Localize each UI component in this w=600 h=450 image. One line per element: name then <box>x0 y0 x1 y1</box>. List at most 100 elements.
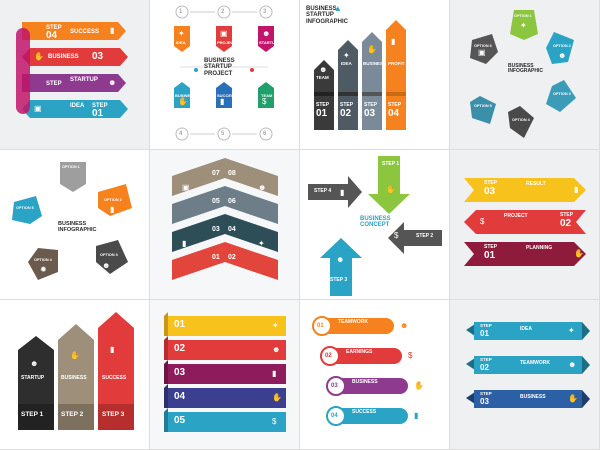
t9-label: BUSINESS <box>61 375 87 381</box>
t8-num: 03 <box>484 186 496 197</box>
pentagon-cycle-shapes <box>12 162 132 280</box>
tile-tall-arrows: STARTUP BUSINESS SUCCESS STEP 1 STEP 2 S… <box>0 300 150 450</box>
chart-icon: ▮ <box>110 26 115 35</box>
tile-numbered-ribbons: 01 02 03 04 05 ✦ ☻ ▮ ✋ $ <box>150 300 300 450</box>
t1-step-label: STEP <box>46 25 62 31</box>
t11-label: EARNINGS <box>346 349 373 355</box>
t12-label: IDEA <box>520 326 532 332</box>
t2-label: SUCCESS <box>217 93 237 98</box>
t6-num: 04 <box>228 226 236 233</box>
people-icon: ☻ <box>272 345 281 354</box>
ribbon-shapes <box>16 22 128 118</box>
t3-step: STEP <box>316 102 330 108</box>
t12-step: STEP <box>480 323 492 328</box>
dollar-icon: $ <box>394 231 399 240</box>
t2-label: STARTUP <box>259 40 278 45</box>
people-icon: ☻ <box>30 359 39 368</box>
t2-title: BUSINESS STARTUP PROJECT <box>204 58 235 77</box>
people-icon: ☻ <box>102 261 111 270</box>
t4-option: OPTION 1 <box>514 14 532 18</box>
briefcase-icon: ▣ <box>478 48 486 57</box>
pill-shapes <box>312 316 408 426</box>
t1-step-num: 04 <box>46 30 58 41</box>
handshake-icon: ✋ <box>367 45 377 54</box>
handshake-icon: ✋ <box>272 393 282 402</box>
t6-num: 02 <box>228 254 236 261</box>
t4-option: OPTION 3 <box>553 92 571 96</box>
t1-step-num: 01 <box>92 108 104 119</box>
people-icon: ☻ <box>258 183 267 192</box>
people-icon: ☻ <box>262 29 271 38</box>
t2-number: 2 <box>221 9 225 15</box>
t9-step: STEP 3 <box>102 411 125 418</box>
t10-num: 02 <box>174 343 186 354</box>
t3-label: BUSINESS <box>363 61 387 66</box>
banner-shapes <box>466 322 590 408</box>
tile-chevron-stack: 07 08 05 06 03 04 01 02 ▣ ☻ ▮ ✦ <box>150 150 300 300</box>
cycle-shapes <box>470 10 576 138</box>
t11-label: TEAMWORK <box>338 319 368 325</box>
t10-num: 05 <box>174 415 186 426</box>
arrow-shapes <box>308 156 442 296</box>
arrow-row-shapes <box>464 178 586 266</box>
handshake-icon: ✋ <box>70 351 80 360</box>
t1-item-label: BUSINESS <box>48 54 79 60</box>
bulb-icon: ✦ <box>520 21 527 30</box>
dollar-icon: $ <box>408 351 413 360</box>
t7-step: STEP 1 <box>382 161 400 167</box>
ribbon-list-shapes <box>164 312 286 432</box>
t7-step: STEP 2 <box>416 233 434 239</box>
t5-option: OPTION 3 <box>100 253 118 257</box>
t12-label: BUSINESS <box>520 394 546 400</box>
tile-option-cycle: BUSINESS INFOGRAPHIC OPTION 1 OPTION 2 O… <box>450 0 600 150</box>
t8-step: STEP <box>484 180 498 186</box>
dollar-icon: $ <box>272 417 277 426</box>
tile-option-pentagon: BUSINESS INFOGRAPHIC OPTION 1 OPTION 2 O… <box>0 150 150 300</box>
tile-banner-ribbons: STEP 01 IDEA STEP 02 TEAMWORK STEP 03 BU… <box>450 300 600 450</box>
title-line: BUSINESS <box>58 221 87 227</box>
t1-step-label: STEP <box>92 103 108 109</box>
tile-bar-arrows: BUSINESS STARTUP INFOGRAPHIC ▲ TEAM IDEA… <box>300 0 450 150</box>
t2-number: 4 <box>179 131 183 137</box>
tall-arrow-shapes <box>18 312 134 430</box>
t8-label: PROJECT <box>504 213 528 219</box>
t2-label: TEAM <box>261 93 273 98</box>
t11-label: SUCCESS <box>352 409 377 415</box>
handshake-icon: ✋ <box>574 249 584 258</box>
t4-option: OPTION 4 <box>512 118 530 122</box>
tile-startup-project: 1 2 3 4 5 6 BUSINESS STARTUP PROJECT IDE… <box>150 0 300 150</box>
people-icon: ☻ <box>558 51 567 60</box>
handshake-icon: ✋ <box>178 97 188 106</box>
t7-step: STEP 3 <box>330 277 348 283</box>
title-line: PROJECT <box>204 70 233 77</box>
chart-icon: ▮ <box>391 37 396 46</box>
t5-option: OPTION 5 <box>16 206 34 210</box>
title-line: BUSINESS <box>204 58 235 64</box>
t9-step: STEP 2 <box>61 411 84 418</box>
t8-num: 02 <box>560 218 572 229</box>
t11-num: 03 <box>331 383 338 389</box>
people-icon: ☻ <box>108 78 117 87</box>
chart-icon: ▮ <box>110 345 115 354</box>
tile-arrow-rows: STEP 03 RESULT STEP 02 PROJECT STEP 01 P… <box>450 150 600 300</box>
t6-num: 01 <box>212 254 220 261</box>
bulb-icon: ✦ <box>258 239 265 248</box>
t6-num: 08 <box>228 170 236 177</box>
t7-step: STEP 4 <box>314 188 332 194</box>
tile-pill-list: 01 TEAMWORK 02 EARNINGS 03 BUSINESS 04 S… <box>300 300 450 450</box>
title-line: BUSINESS <box>306 6 337 12</box>
people-icon: ☻ <box>336 255 345 264</box>
pentagon-shapes <box>174 5 274 141</box>
title-line: BUSINESS <box>360 216 391 222</box>
t3-step: STEP <box>340 102 354 108</box>
t3-num: 04 <box>388 108 400 119</box>
t8-step: STEP <box>560 212 574 218</box>
gear-icon: ✹ <box>40 265 47 274</box>
t4-title: BUSINESS INFOGRAPHIC <box>508 63 543 75</box>
t1-step-num: 03 <box>92 51 104 62</box>
briefcase-icon: ▣ <box>220 29 228 38</box>
chart-icon: ▮ <box>272 369 277 378</box>
bulb-icon: ✦ <box>178 29 185 38</box>
t2-label: PROJECT <box>217 40 236 45</box>
